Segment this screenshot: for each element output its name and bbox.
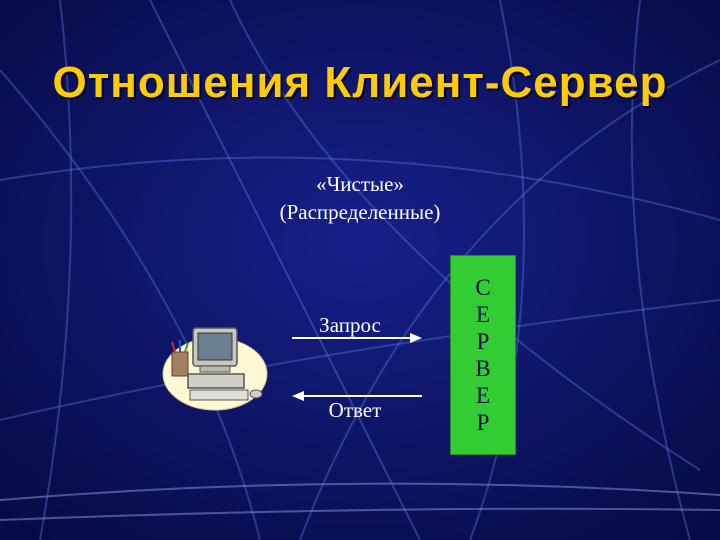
computer-icon (162, 327, 268, 411)
slide-title: Отношения Клиент-Сервер (52, 58, 668, 107)
server-letter: В (475, 356, 491, 381)
arrows (292, 333, 422, 401)
server-letter: Р (476, 329, 490, 354)
subtitle-distributed: (Распределенные) (279, 200, 441, 224)
server-letter: Е (475, 302, 491, 327)
response-label: Ответ (328, 398, 382, 422)
request-arrow (292, 333, 422, 343)
server-letter: Е (475, 383, 491, 408)
request-label: Запрос (319, 313, 381, 337)
response-arrow (292, 391, 422, 401)
server-letter: Р (476, 410, 490, 435)
server-letter: С (475, 275, 491, 300)
subtitle-clean: «Чистые» (316, 172, 404, 196)
